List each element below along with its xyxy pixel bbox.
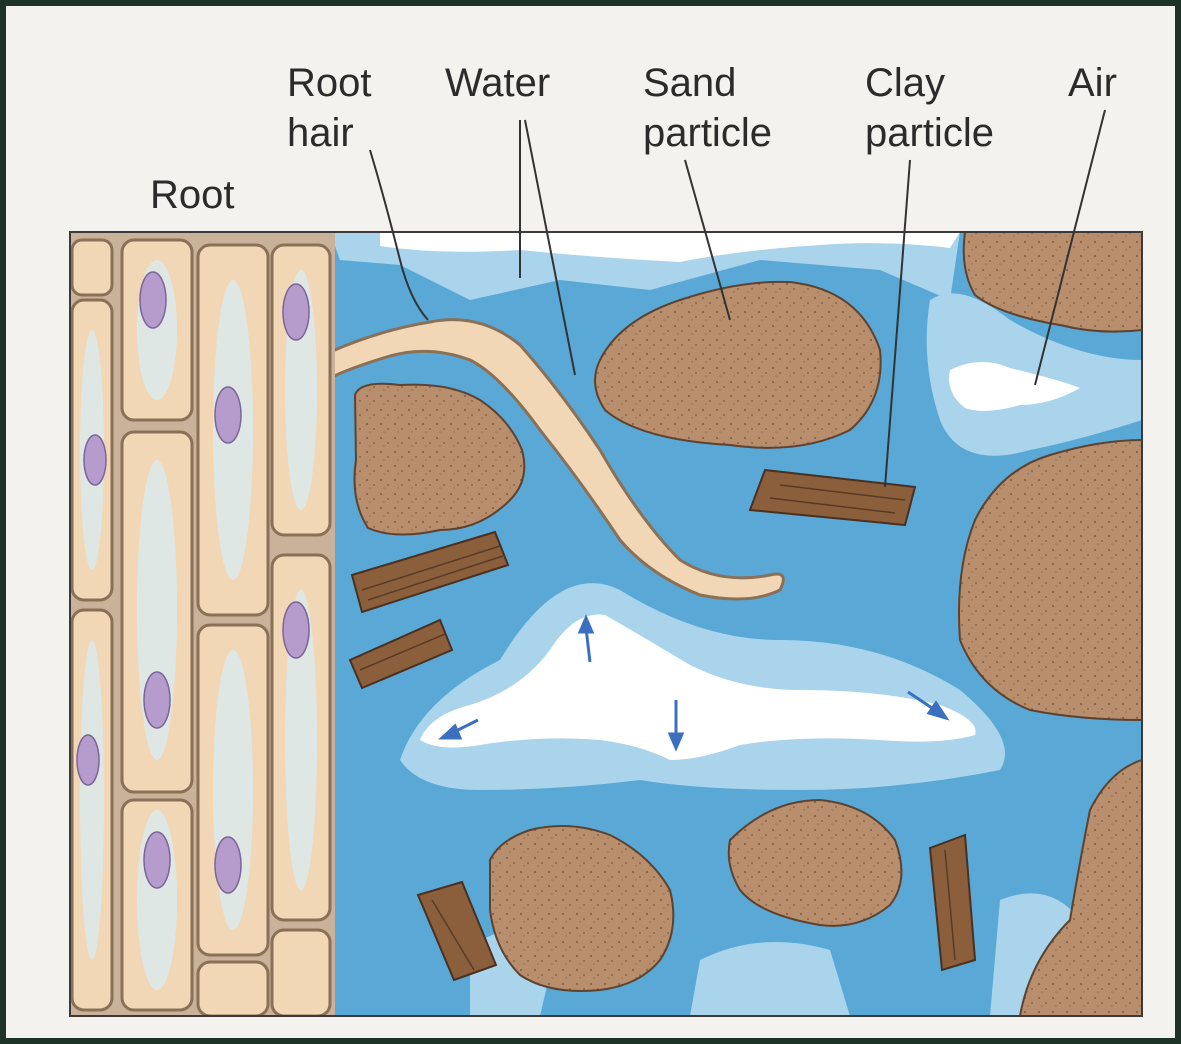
label-sand-line2: particle bbox=[643, 110, 772, 156]
label-root-hair-line2: hair bbox=[287, 110, 354, 156]
root-cells bbox=[70, 232, 335, 1016]
label-root: Root bbox=[150, 172, 235, 218]
label-clay-line1: Clay bbox=[865, 60, 945, 106]
label-air: Air bbox=[1068, 60, 1117, 106]
label-clay-line2: particle bbox=[865, 110, 994, 156]
soil-region bbox=[70, 232, 1142, 1016]
label-sand-line1: Sand bbox=[643, 60, 736, 106]
label-water: Water bbox=[445, 60, 550, 106]
label-root-hair-line1: Root bbox=[287, 60, 372, 106]
